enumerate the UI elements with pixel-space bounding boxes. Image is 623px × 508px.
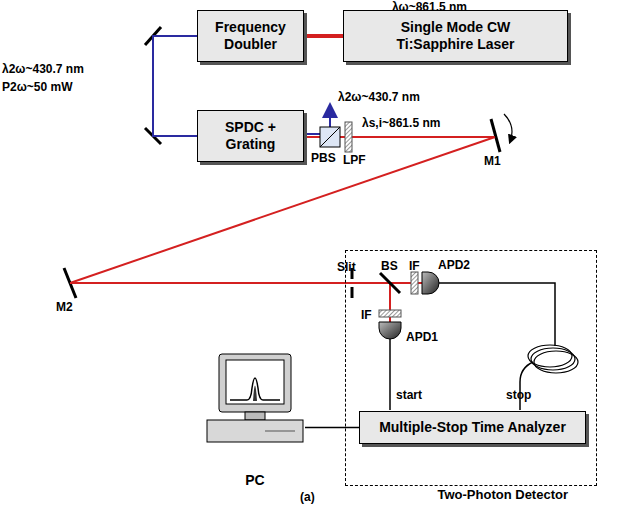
- node-label: PC: [205, 472, 305, 488]
- stop-wire: [520, 362, 533, 410]
- node-label: SPDC + Grating: [216, 119, 286, 153]
- beam-splitter: [380, 273, 400, 293]
- connector: [153, 36, 197, 136]
- lpf-filter: [345, 122, 352, 152]
- connector: [304, 34, 343, 38]
- part-label: (a): [300, 490, 315, 504]
- computer: PC: [205, 350, 305, 490]
- part-label: λω~861.5 nm: [392, 0, 467, 14]
- detector-region: Two-Photon DetectorMultiple-Stop Time An…: [345, 250, 597, 486]
- mirror-m1: [491, 119, 500, 152]
- part-label: PBS: [311, 151, 336, 165]
- part-label: Slit: [337, 260, 356, 274]
- pump-out-arrow: [329, 106, 331, 127]
- laser-box: Single Mode CW Ti:Sapphire Laser: [343, 10, 568, 62]
- rotation-arrow: [504, 114, 512, 142]
- part-label: λ2ω~430.7 nm: [2, 62, 84, 76]
- node-label: Frequency Doubler: [203, 19, 298, 53]
- part-label: λ2ω~430.7 nm: [338, 90, 420, 104]
- interference-filter: [379, 310, 401, 317]
- connector: [305, 427, 359, 429]
- analyzer-box: Multiple-Stop Time Analyzer: [359, 411, 586, 444]
- part-label: λs,i~861.5 nm: [362, 116, 440, 130]
- signal-beam: [70, 282, 422, 284]
- part-label: IF: [361, 308, 372, 322]
- part-label: APD1: [406, 330, 438, 344]
- apd-detector: [379, 322, 401, 339]
- pbs-diagonal: [320, 127, 340, 147]
- stop-wire: [439, 283, 555, 346]
- part-label: IF: [409, 259, 420, 273]
- part-label: APD2: [438, 258, 470, 272]
- part-label: LPF: [343, 153, 366, 167]
- start-wire: [389, 339, 391, 410]
- pbs-cube: [320, 127, 340, 147]
- part-label: M1: [484, 154, 501, 168]
- node-label: Two-Photon Detector: [438, 487, 568, 502]
- delay-coil: [528, 345, 578, 373]
- part-label: stop: [506, 388, 531, 402]
- process-box: SPDC + Grating: [197, 110, 304, 162]
- part-label: BS: [381, 259, 398, 273]
- node-label: Multiple-Stop Time Analyzer: [379, 419, 566, 436]
- interference-filter: [411, 272, 418, 294]
- slit: [351, 287, 354, 298]
- part-label: P2ω~50 mW: [2, 80, 73, 94]
- part-label: start: [396, 388, 422, 402]
- process-box: Frequency Doubler: [197, 10, 304, 62]
- part-label: M2: [56, 300, 73, 314]
- node-label: Single Mode CW Ti:Sapphire Laser: [371, 19, 541, 53]
- apd-detector: [422, 272, 439, 294]
- computer-icon: [205, 350, 305, 470]
